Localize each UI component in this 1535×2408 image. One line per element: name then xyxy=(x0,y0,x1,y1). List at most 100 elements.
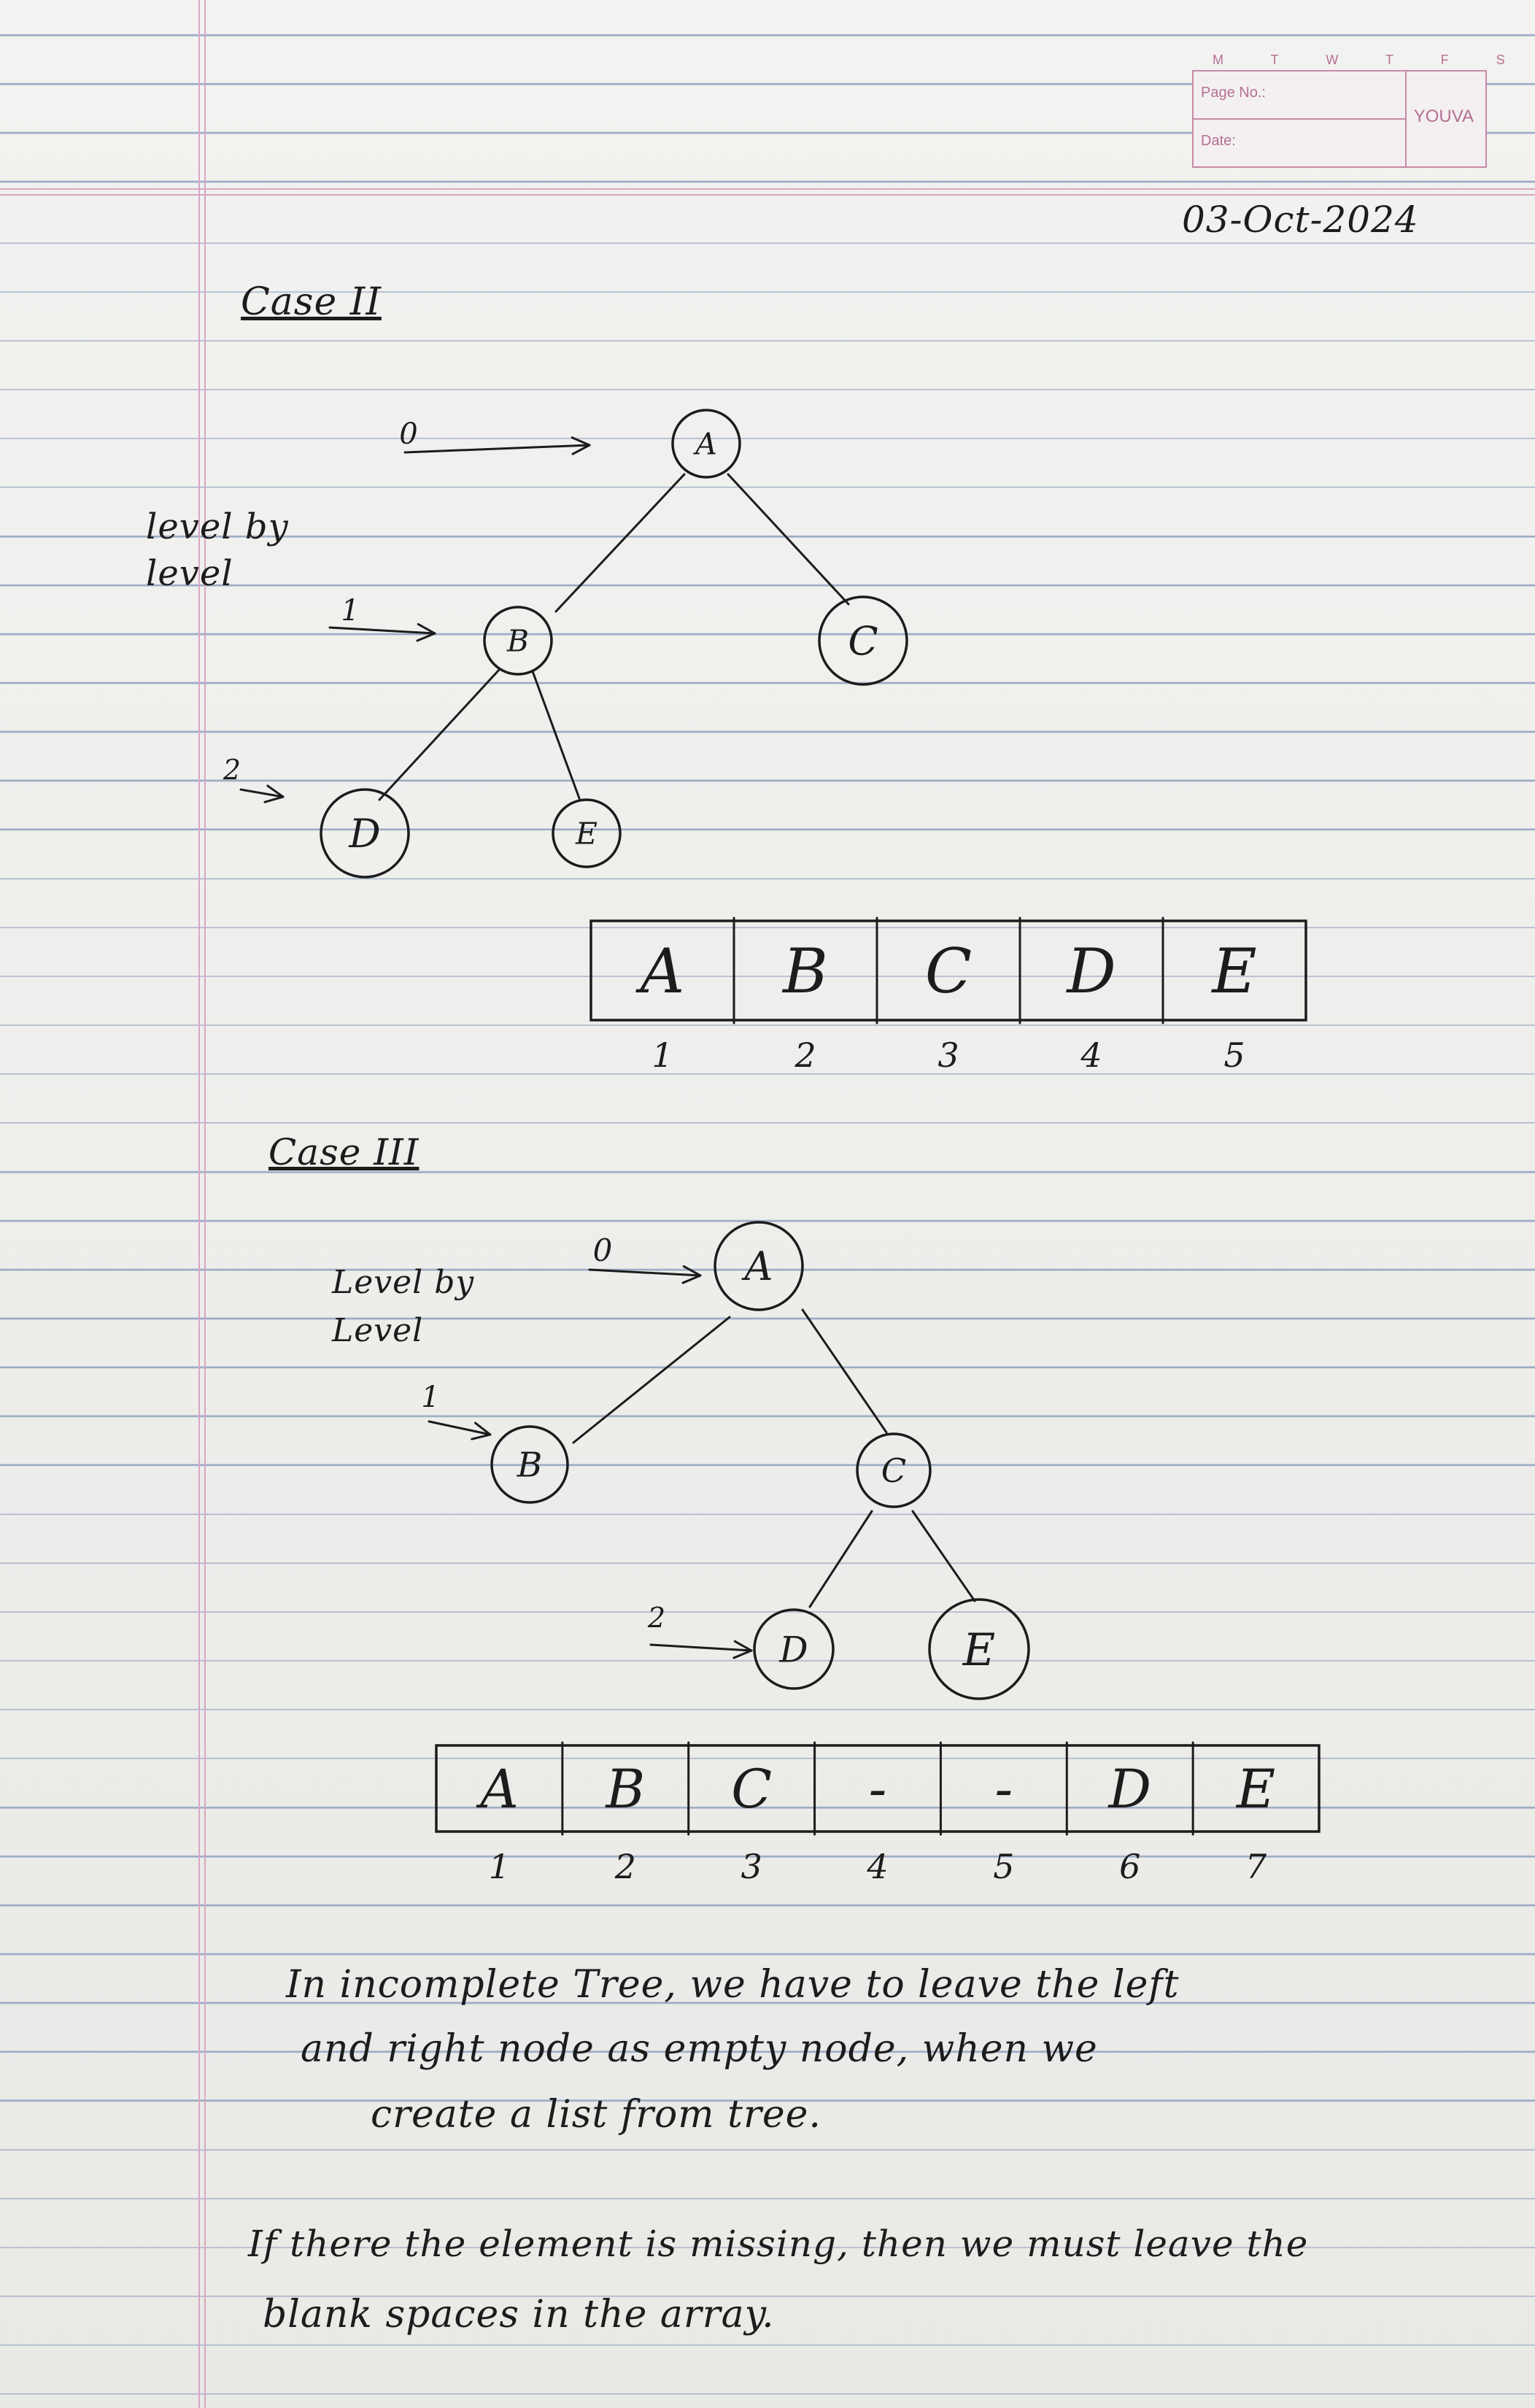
array-cell-1: A xyxy=(476,1759,519,1821)
node-label: A xyxy=(692,427,717,462)
note-line-2: and right node as empty node, when we xyxy=(301,2027,1098,2071)
arrow-head xyxy=(473,1421,492,1436)
edge-a-b xyxy=(554,473,686,613)
arrow-head xyxy=(733,1640,753,1652)
array-cell-1: A xyxy=(635,935,685,1007)
node-label: D xyxy=(778,1629,808,1670)
edge-b-d xyxy=(378,668,500,801)
date-row: Date: xyxy=(1194,120,1407,166)
array-index-5: 5 xyxy=(1223,1035,1245,1075)
array-index-7: 7 xyxy=(1245,1847,1267,1886)
array-cell-5: - xyxy=(995,1759,1013,1821)
array-cell-4: - xyxy=(869,1759,887,1821)
level2-arrow xyxy=(239,784,285,803)
node-circle xyxy=(714,1221,804,1311)
case3-node-b: B xyxy=(490,1425,569,1504)
page-no-row: Page No.: xyxy=(1194,72,1407,120)
array-index-2: 2 xyxy=(794,1035,816,1075)
level0-arrow xyxy=(403,436,591,455)
level1-arrow xyxy=(328,622,436,642)
case3-level-2-label: 2 xyxy=(647,1602,665,1634)
case2-node-e: E xyxy=(552,798,622,868)
array-index-3: 3 xyxy=(937,1035,959,1075)
arrow-head xyxy=(571,444,591,455)
case3-side-label: Level by Level xyxy=(332,1264,475,1349)
node-circle xyxy=(483,606,553,676)
array-cell-5: E xyxy=(1210,935,1256,1007)
array-index-1: 1 xyxy=(489,1847,510,1886)
level1-arrow xyxy=(428,1420,492,1440)
array-cell-2: B xyxy=(604,1759,645,1821)
page-stamp: Page No.: Date: YOUVA xyxy=(1192,70,1487,168)
node-circle xyxy=(818,595,908,686)
margin-line xyxy=(204,0,206,2408)
arrow-head xyxy=(571,436,591,447)
node-circle xyxy=(671,409,741,479)
arrow-shaft xyxy=(239,788,285,798)
edge-a-c xyxy=(801,1308,888,1434)
note-line-4: If there the element is missing, then we… xyxy=(248,2223,1309,2265)
edge-a-b xyxy=(572,1316,731,1444)
arrow-head xyxy=(263,795,285,803)
edge-c-e xyxy=(911,1510,976,1602)
level2-arrow xyxy=(649,1640,753,1659)
date-label: Date: xyxy=(1201,133,1236,149)
case2-level-0-label: 0 xyxy=(399,417,417,451)
node-label: B xyxy=(517,1446,543,1486)
margin-line xyxy=(198,0,200,2408)
header-rule xyxy=(0,194,1535,196)
array-index-1: 1 xyxy=(651,1035,673,1075)
array-index-6: 6 xyxy=(1119,1847,1140,1886)
case2-node-b: B xyxy=(483,606,553,676)
arrow-head xyxy=(266,784,285,798)
node-circle xyxy=(490,1425,569,1504)
node-label: B xyxy=(506,624,529,659)
note-line-5: blank spaces in the array. xyxy=(263,2293,775,2336)
node-label: C xyxy=(881,1451,906,1490)
array-outline xyxy=(589,919,1307,1022)
page-date: 03-Oct-2024 xyxy=(1182,198,1419,241)
node-label: E xyxy=(962,1624,996,1676)
arrow-shaft xyxy=(328,626,436,635)
arrow-head xyxy=(681,1274,702,1284)
array-index-2: 2 xyxy=(614,1847,636,1886)
array-cell-6: D xyxy=(1107,1759,1151,1821)
header-rule xyxy=(0,188,1535,190)
array-index-4: 4 xyxy=(1080,1035,1102,1075)
node-circle xyxy=(856,1432,932,1508)
case2-node-c: C xyxy=(818,595,908,686)
case2-side-label: level by level xyxy=(146,506,289,594)
array-cell-2: B xyxy=(781,935,828,1007)
node-circle xyxy=(928,1598,1030,1700)
edge-b-e xyxy=(531,670,581,800)
node-label: D xyxy=(348,811,380,857)
case3-level-0-label: 0 xyxy=(593,1232,613,1268)
arrow-head xyxy=(471,1433,492,1440)
case3-node-e: E xyxy=(928,1598,1030,1700)
arrow-head xyxy=(732,1649,753,1659)
node-label: C xyxy=(848,618,878,664)
edge-a-c xyxy=(727,473,850,606)
array-cell-3: C xyxy=(731,1759,772,1821)
arrow-shaft xyxy=(649,1643,753,1652)
array-outline xyxy=(435,1744,1321,1833)
page-no-label: Page No.: xyxy=(1201,85,1266,101)
case3-node-d: D xyxy=(753,1608,835,1690)
edge-c-d xyxy=(808,1510,873,1608)
case3-level-1-label: 1 xyxy=(421,1381,439,1414)
arrow-shaft xyxy=(403,444,591,454)
array-index-3: 3 xyxy=(741,1847,762,1886)
level0-arrow xyxy=(588,1265,702,1284)
node-circle xyxy=(320,788,410,879)
array-index-5: 5 xyxy=(993,1847,1014,1886)
case2-level-2-label: 2 xyxy=(223,754,241,786)
array-index-4: 4 xyxy=(866,1847,888,1886)
case2-heading: Case II xyxy=(241,280,382,324)
node-label: A xyxy=(741,1243,773,1289)
array-cell-3: C xyxy=(925,935,972,1007)
array-cell-7: E xyxy=(1235,1759,1275,1821)
